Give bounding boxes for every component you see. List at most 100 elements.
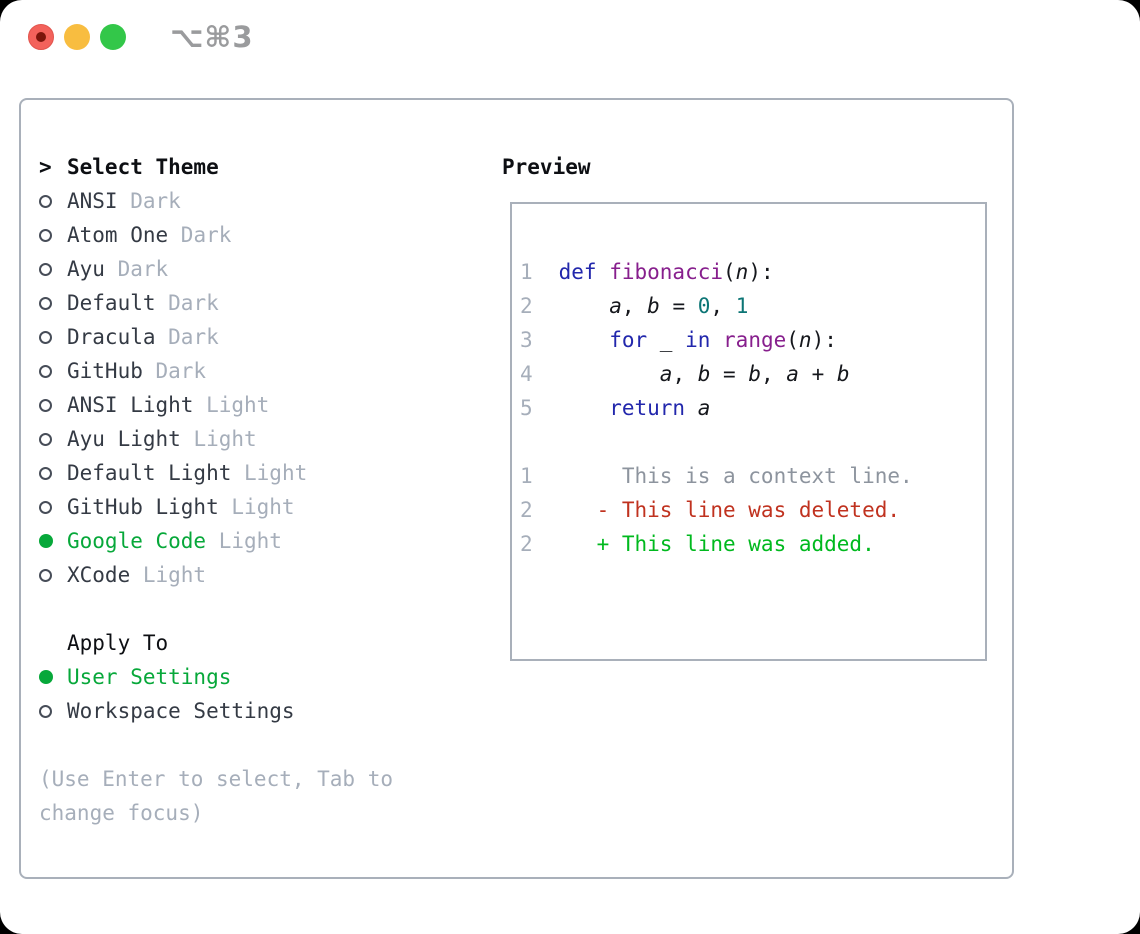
theme-option[interactable]: Default Dark	[39, 286, 459, 320]
code-token: in	[685, 328, 724, 352]
code-line: 2 + This line was added.	[512, 527, 985, 561]
code-token: range	[723, 328, 787, 352]
theme-variant: Light	[193, 427, 257, 451]
titlebar: ⌥⌘3	[28, 20, 254, 54]
preview-label: Preview	[502, 155, 591, 179]
radio-icon	[39, 194, 67, 208]
code-token: =	[659, 294, 698, 318]
line-number: 1	[520, 260, 533, 284]
theme-name: Google Code	[67, 529, 207, 553]
line-number: 3	[520, 328, 533, 352]
code-token	[559, 396, 610, 420]
theme-name: Default	[67, 291, 156, 315]
apply-to-option[interactable]: User Settings	[39, 660, 459, 694]
code-token: ,	[621, 294, 648, 318]
code-token: a	[659, 362, 673, 386]
theme-variant: Dark	[155, 359, 207, 383]
theme-name: Atom One	[67, 223, 169, 247]
code-token: ,	[710, 294, 736, 318]
code-token: def	[558, 260, 610, 284]
theme-variant: Light	[206, 393, 270, 417]
code-line: 1 This is a context line.	[512, 459, 985, 493]
apply-to-label: Apply To	[67, 631, 169, 655]
code-line	[512, 425, 985, 459]
code-token	[559, 362, 660, 386]
theme-option[interactable]: ANSI Light Light	[39, 388, 459, 422]
focus-caret-icon: >	[39, 155, 52, 179]
code-token: b	[836, 362, 850, 386]
code-line: 3 for _ in range(n):	[512, 323, 985, 357]
code-token: =	[710, 362, 749, 386]
apply-to-option-label: User Settings	[67, 665, 232, 689]
theme-option[interactable]: Atom One Dark	[39, 218, 459, 252]
code-token: (	[786, 328, 799, 352]
code-token: return	[609, 396, 698, 420]
theme-variant: Dark	[168, 291, 219, 315]
code-token: b	[647, 294, 660, 318]
apply-to-option[interactable]: Workspace Settings	[39, 694, 459, 728]
apply-to-header: Apply To	[39, 626, 459, 660]
code-token	[559, 294, 610, 318]
code-token: 0	[697, 294, 711, 318]
select-theme-label: Select Theme	[67, 155, 219, 179]
code-token: for	[609, 328, 660, 352]
code-token: - This line was deleted.	[558, 498, 901, 522]
close-button[interactable]	[28, 24, 54, 50]
line-number: 1	[520, 464, 533, 488]
zoom-button[interactable]	[100, 24, 126, 50]
window-title: ⌥⌘3	[170, 20, 254, 54]
code-token: fibonacci	[609, 260, 724, 284]
radio-icon	[39, 500, 67, 514]
code-token: a	[697, 396, 711, 420]
theme-variant: Dark	[180, 223, 232, 247]
radio-icon	[39, 262, 67, 276]
theme-variant: Light	[244, 461, 308, 485]
radio-icon	[39, 398, 67, 412]
theme-variant: Dark	[168, 325, 219, 349]
radio-icon	[39, 228, 67, 242]
line-number: 5	[520, 396, 533, 420]
code-token: ):	[811, 328, 837, 352]
code-token: 1	[735, 294, 749, 318]
radio-icon	[39, 296, 67, 310]
theme-variant: Light	[142, 563, 207, 587]
minimize-button[interactable]	[64, 24, 90, 50]
hint-text: (Use Enter to select, Tab to change focu…	[39, 767, 394, 825]
code-line: 5 return a	[512, 391, 985, 425]
code-token: This is a context line.	[558, 464, 913, 488]
code-token: (	[723, 260, 736, 284]
code-token: n	[798, 328, 812, 352]
theme-name: Ayu	[67, 257, 105, 281]
radio-icon	[39, 432, 67, 446]
radio-selected-icon	[39, 534, 67, 548]
spacer	[39, 592, 459, 626]
code-token	[559, 328, 610, 352]
code-token: ):	[748, 260, 774, 284]
theme-name: ANSI Light	[67, 393, 194, 417]
code-token: _	[659, 328, 686, 352]
line-number: 4	[520, 362, 533, 386]
theme-option[interactable]: XCode Light	[39, 558, 459, 592]
theme-variant: Dark	[130, 189, 181, 213]
code-token: b	[697, 362, 711, 386]
code-token: ,	[761, 362, 787, 386]
code-line: 2 - This line was deleted.	[512, 493, 985, 527]
line-number: 2	[520, 294, 533, 318]
theme-name: XCode	[67, 563, 131, 587]
code-token: + This line was added.	[558, 532, 875, 556]
theme-name: GitHub Light	[67, 495, 219, 519]
code-line: 2 a, b = 0, 1	[512, 289, 985, 323]
